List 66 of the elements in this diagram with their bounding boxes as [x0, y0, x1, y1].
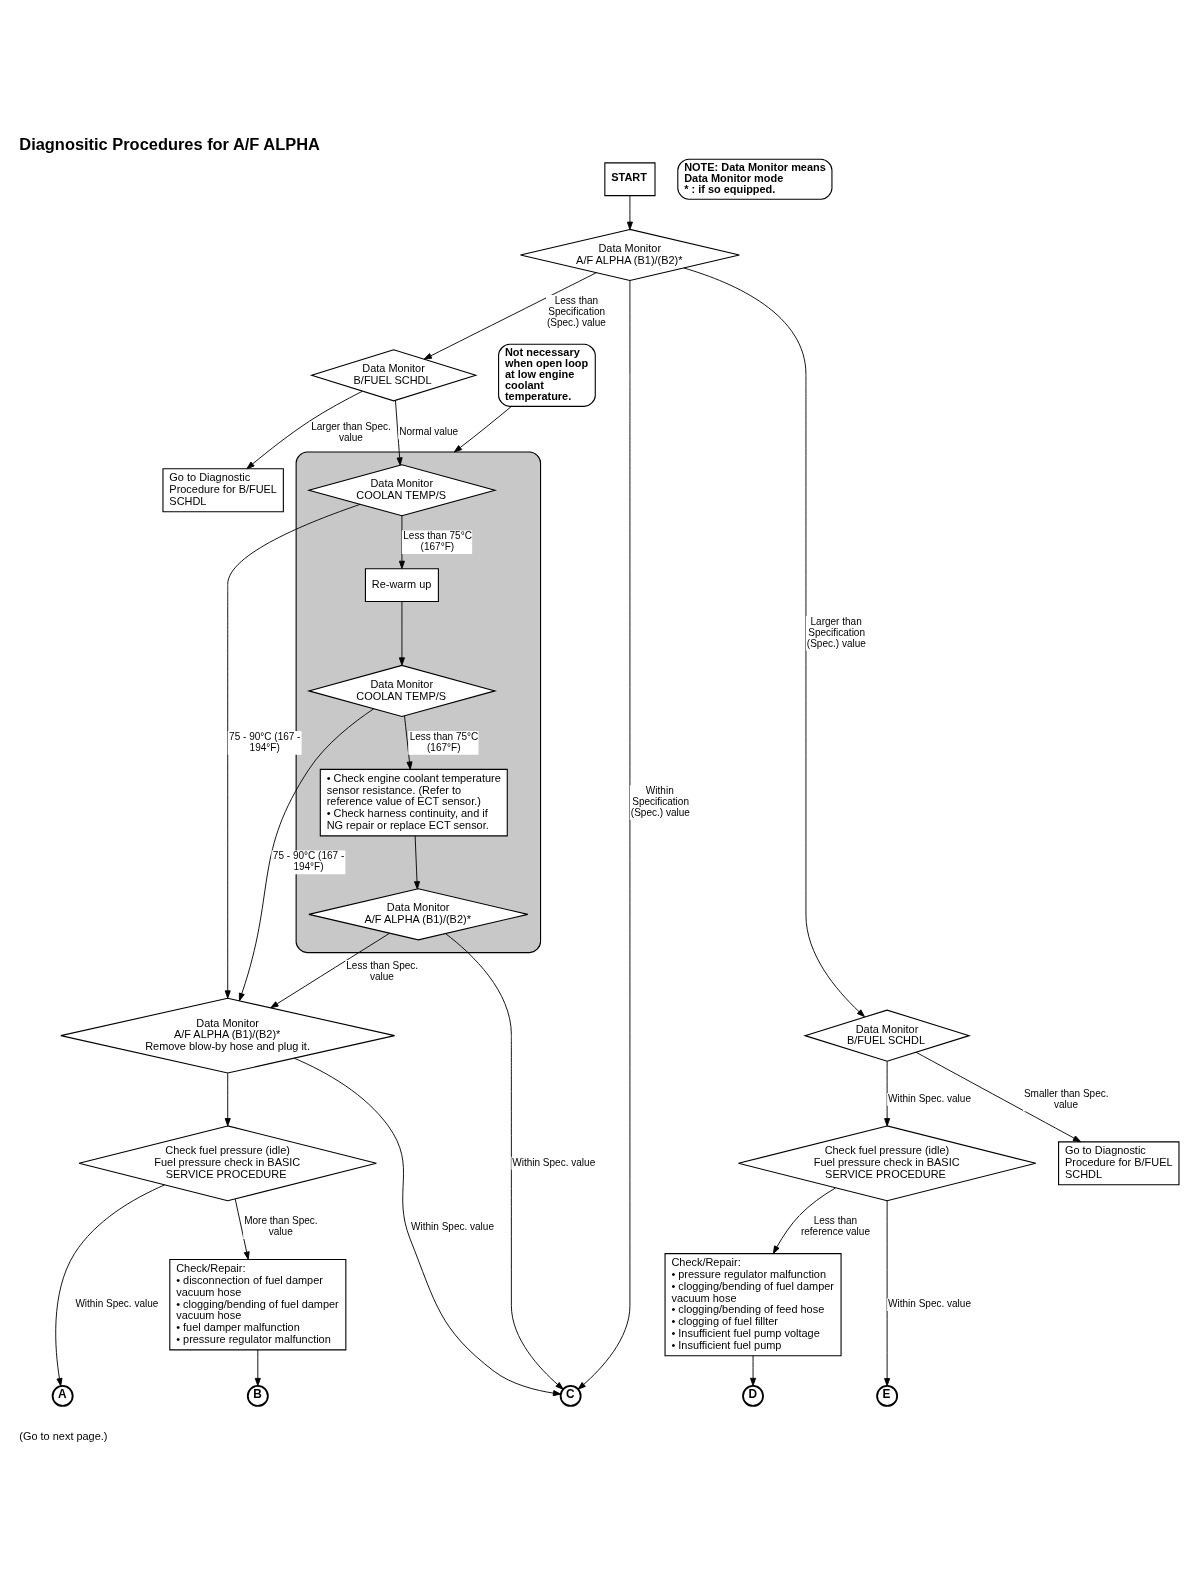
arrow — [414, 835, 421, 890]
arrow — [395, 400, 403, 466]
edge-label: Smaller than Spec. value — [1023, 1087, 1109, 1110]
node-box: Not necessary when open loop at low engine coolant temperature. — [498, 343, 596, 407]
edge-label: More than Spec. value — [244, 1215, 318, 1238]
edge-label: Within Spec. value — [512, 1156, 596, 1168]
node-diamond: Data Monitor A/F ALPHA (B1)/(B2)* Remove blow-by hose and plug it. — [60, 997, 396, 1074]
arrow — [398, 601, 405, 666]
arrow — [238, 708, 375, 1002]
arrow — [398, 515, 405, 569]
node-circle: A — [51, 1384, 74, 1407]
arrow — [915, 1051, 1082, 1143]
node-box: Go to Diagnostic Procedure for B/FUEL SCHDL — [1058, 1141, 1180, 1186]
edge-label: 75 - 90°C (167 - 194°F) — [229, 730, 301, 753]
node-diamond: Data Monitor A/F ALPHA (B1)/(B2)* — [519, 228, 740, 282]
node-box: • Check engine coolant temperature sensor resistance. (Refer to reference value of ECT sensor.) • Check harness continuity, and if NG repair or replace ECT sensor. — [319, 768, 508, 837]
edge-label: Less than Spec. value — [346, 959, 419, 982]
edge-label: Less than Specification (Spec.) value — [546, 295, 606, 328]
edge-label: Normal value — [399, 426, 459, 438]
node-circle: C — [559, 1384, 582, 1407]
arrow — [453, 405, 512, 453]
arrow — [294, 1057, 562, 1397]
edge-label: Less than reference value — [800, 1215, 870, 1238]
node-diamond: Check fuel pressure (idle) Fuel pressure check in BASIC SERVICE PROCEDURE — [78, 1125, 377, 1202]
arrow — [884, 1200, 891, 1387]
edge-label: Within Specification (Spec.) value — [630, 785, 690, 819]
arrow — [224, 1072, 231, 1127]
node-circle: D — [742, 1384, 764, 1407]
node-box: Check/Repair: • pressure regulator malfunction • clogging/bending of fuel damper vacuum hose • clogging/bending of feed hose • clogging of fuel fillter • Insufficient fuel pump voltage • Insufficient fuel pump — [664, 1253, 842, 1357]
cluster — [295, 451, 542, 954]
edge-label: Larger than Specification (Spec.) value — [806, 616, 866, 649]
node-circle: B — [246, 1384, 269, 1407]
arrow — [884, 1060, 891, 1127]
node-diamond: Data Monitor COOLAN TEMP/S — [306, 664, 497, 717]
label: (Go to next page.) — [19, 1429, 108, 1442]
arrow — [626, 195, 633, 230]
edge-label: Within Spec. value — [411, 1220, 494, 1232]
edge-label: Larger than Spec. value — [311, 420, 391, 443]
node-diamond: Data Monitor A/F ALPHA (B1)/(B2)* — [308, 888, 529, 941]
node-box: NOTE: Data Monitor means Data Monitor mode * : if so equipped. — [677, 158, 833, 200]
arrow — [234, 1198, 250, 1260]
arrow — [423, 272, 597, 360]
node-box: START — [604, 162, 656, 197]
edge-label: Within Spec. value — [888, 1298, 971, 1310]
node-circle: E — [876, 1384, 899, 1407]
arrow — [772, 1187, 836, 1254]
node-diamond: Data Monitor COOLAN TEMP/S — [306, 464, 497, 517]
node-box: Re-warm up — [364, 568, 439, 603]
node-diamond: Data Monitor B/FUEL SCHDL — [309, 349, 478, 402]
arrow — [270, 932, 390, 1009]
arrow — [750, 1355, 757, 1387]
arrow — [246, 390, 363, 470]
edge-label: Within Spec. value — [888, 1093, 971, 1105]
edge-label: Within Spec. value — [75, 1298, 159, 1310]
edge-label: Less than 75°C (167°F) — [409, 730, 479, 753]
diagram-title: Diagnositic Procedures for A/F ALPHA — [19, 134, 320, 153]
arrow — [254, 1349, 261, 1387]
node-diamond: Check fuel pressure (idle) Fuel pressure check in BASIC SERVICE PROCEDURE — [737, 1125, 1037, 1202]
node-box: Go to Diagnostic Procedure for B/FUEL SCHDL — [162, 468, 284, 513]
edge-label: Less than 75°C (167°F) — [403, 530, 472, 553]
arrow — [577, 280, 631, 1390]
node-box: Check/Repair: • disconnection of fuel damper vacuum hose • clogging/bending of fuel damper vacuum hose • fuel damper malfunction • pressure regulator malfunction — [169, 1259, 347, 1351]
edge-label: 75 - 90°C (167 - 194°F) — [272, 850, 345, 873]
arrow — [55, 1184, 166, 1387]
arrow — [445, 933, 564, 1390]
arrow — [404, 715, 413, 770]
